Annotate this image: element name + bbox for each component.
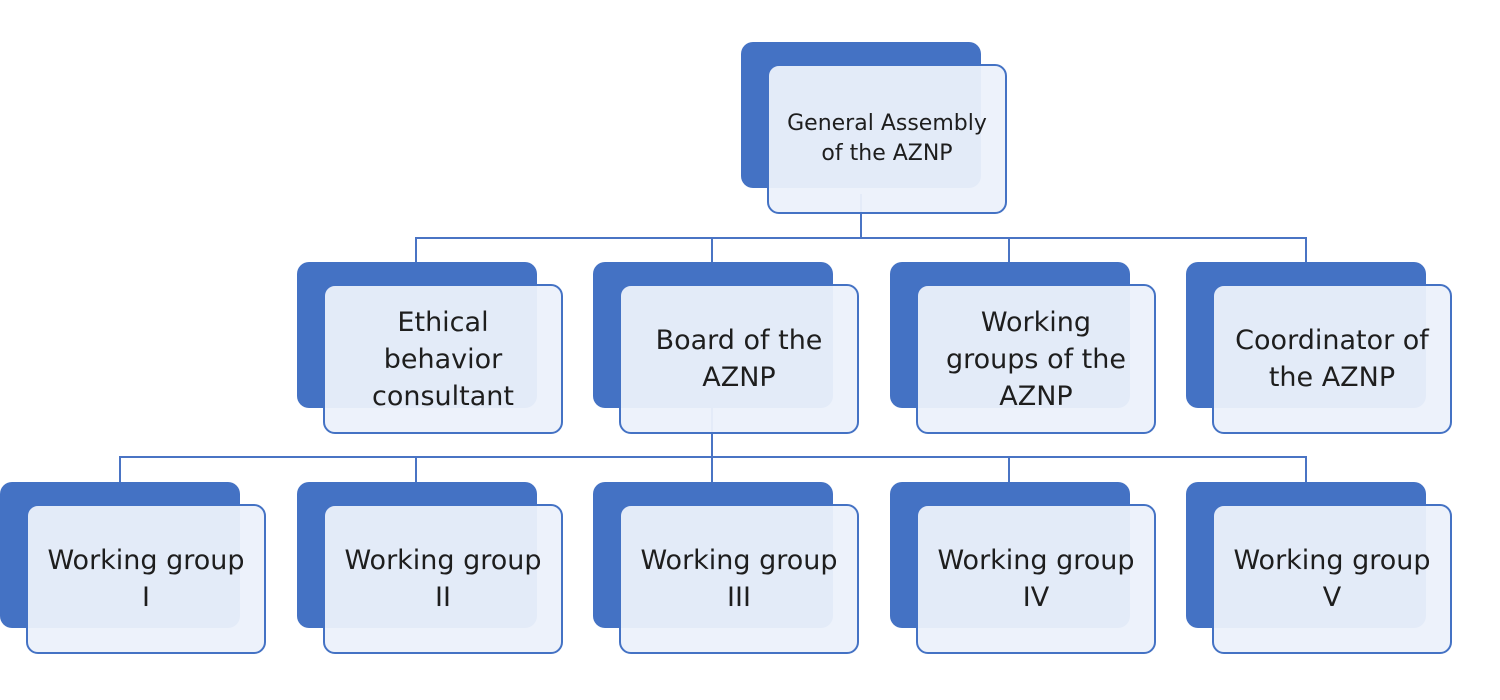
connector-level1-drop-4 xyxy=(1305,237,1307,262)
node-label: General Assembly of the AZNP xyxy=(787,111,987,166)
connector-level2-drop-2 xyxy=(415,456,417,482)
connector-level2-drop-5 xyxy=(1305,456,1307,482)
node-label: Working group III xyxy=(640,545,838,613)
node-box: Ethical behavior consultant xyxy=(323,284,563,434)
node-box: Working groups of the AZNP xyxy=(916,284,1156,434)
node-label: Coordinator of the AZNP xyxy=(1235,325,1429,393)
node-label: Ethical behavior consultant xyxy=(372,306,514,412)
node-box: Working group V xyxy=(1212,504,1452,654)
connector-level2-drop-1 xyxy=(119,456,121,482)
node-label: Working group V xyxy=(1233,545,1431,613)
connector-level2-bar xyxy=(119,456,1307,458)
node-box: Coordinator of the AZNP xyxy=(1212,284,1452,434)
connector-level2-drop-3 xyxy=(711,456,713,482)
node-label: Working groups of the AZNP xyxy=(946,306,1126,412)
node-box: Working group II xyxy=(323,504,563,654)
connector-level1-bar xyxy=(415,237,1307,239)
connector-level1-drop-3 xyxy=(1008,237,1010,262)
node-label: Working group II xyxy=(344,545,542,613)
node-box: Working group I xyxy=(26,504,266,654)
connector-level2-drop-4 xyxy=(1008,456,1010,482)
connector-level1-drop-1 xyxy=(415,237,417,262)
node-label: Working group IV xyxy=(937,545,1135,613)
node-label: Board of the AZNP xyxy=(655,325,823,393)
node-box: General Assembly of the AZNP xyxy=(767,64,1007,214)
node-label: Working group I xyxy=(47,545,245,613)
connector-root-stem xyxy=(860,194,862,239)
node-box: Board of the AZNP xyxy=(619,284,859,434)
node-box: Working group IV xyxy=(916,504,1156,654)
connector-level1-drop-2 xyxy=(711,237,713,262)
node-box: Working group III xyxy=(619,504,859,654)
